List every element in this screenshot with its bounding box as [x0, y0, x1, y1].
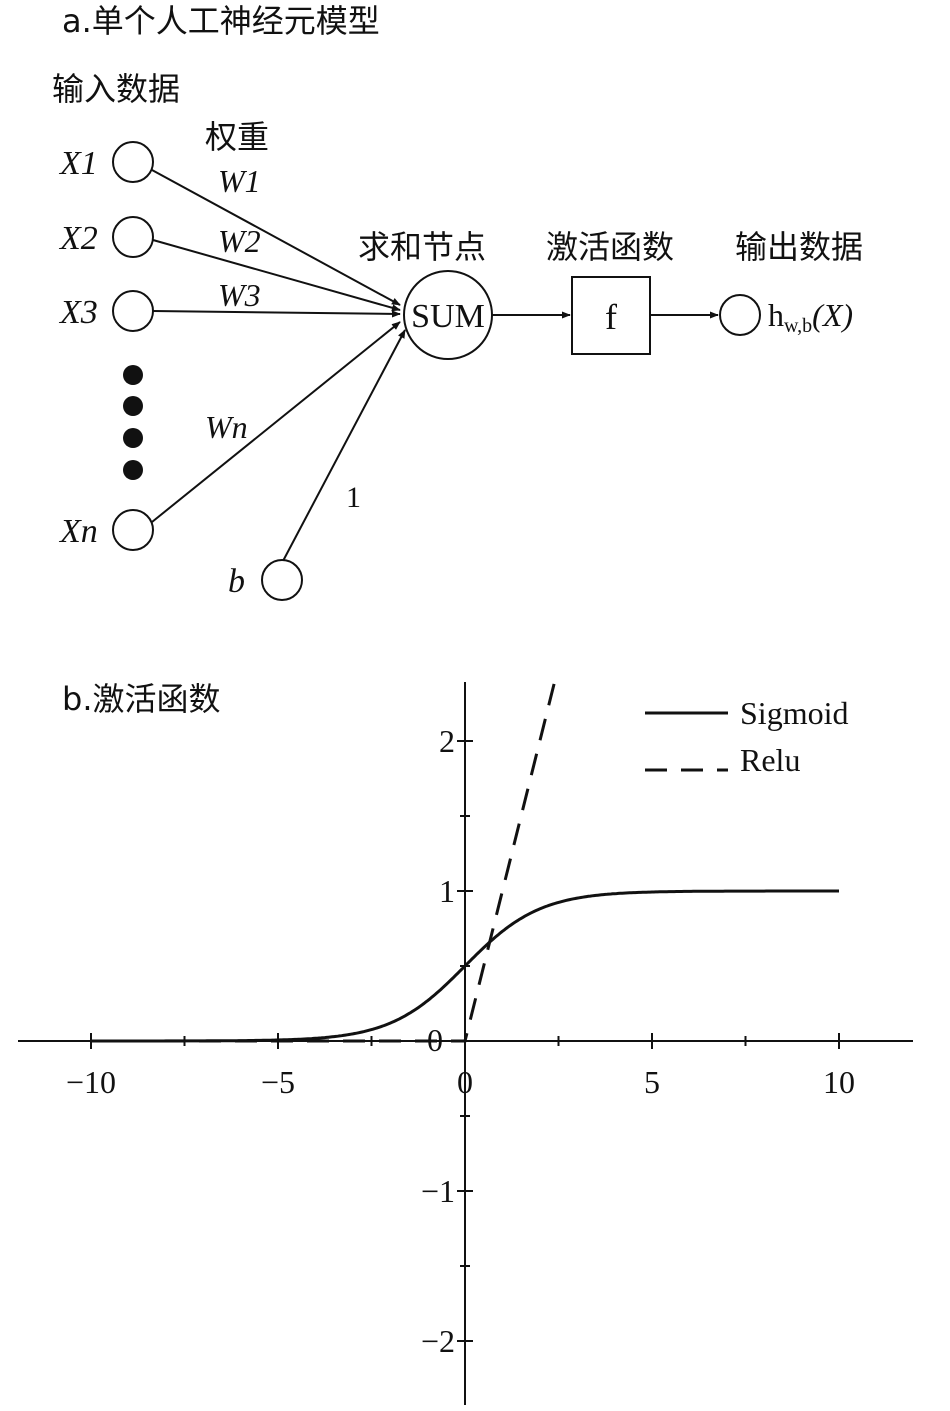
weight-w1-label: W1 [218, 163, 261, 199]
bias-label: b [228, 563, 245, 600]
legend-sigmoid-label: Sigmoid [740, 695, 848, 731]
y-tick-label: −2 [421, 1323, 455, 1359]
weight-label: 权重 [205, 118, 269, 156]
panel-a-title: a.单个人工神经元模型 [62, 2, 380, 40]
x-axis-ticks: −10 −5 0 5 10 [66, 1033, 855, 1100]
y-axis-ticks: −2 −1 0 1 2 [421, 723, 473, 1359]
output-subscript: w,b [784, 315, 812, 337]
weight-arrow-wn [151, 321, 401, 523]
legend-relu-label: Relu [740, 742, 800, 778]
x-tick-label: 5 [644, 1064, 660, 1100]
weight-arrow-w2 [152, 239, 401, 312]
sum-node-label: 求和节点 [358, 228, 486, 266]
bias-node [261, 559, 303, 601]
output-formula: hw,b(X) [768, 297, 853, 337]
input-x3-label: X3 [58, 294, 98, 331]
activation-function-label: 激活函数 [546, 228, 674, 266]
activation-box [571, 276, 651, 355]
series-relu-line [91, 680, 557, 1043]
legend: Sigmoid Relu [645, 695, 848, 778]
input-xn-label: Xn [58, 513, 98, 550]
ellipsis-dots [123, 365, 143, 480]
output-node [719, 294, 761, 336]
input-node-x2 [112, 216, 154, 258]
input-node-x3 [112, 290, 154, 332]
output-data-label: 输出数据 [735, 228, 863, 266]
input-node-xn [112, 509, 154, 551]
panel-a-neuron-diagram: a.单个人工神经元模型 输入数据 权重 X1 X2 X3 Xn W1 W2 W3… [52, 2, 863, 601]
y-tick-label: 2 [439, 723, 455, 759]
x-tick-label: 0 [457, 1064, 473, 1100]
x-tick-label: −5 [261, 1064, 295, 1100]
output-h: h [768, 297, 784, 333]
bias-arrow [282, 329, 406, 562]
x-tick-label: −10 [66, 1064, 116, 1100]
weight-arrow-w3 [152, 310, 401, 318]
y-tick-label: 1 [439, 873, 455, 909]
input-node-x1 [112, 141, 154, 183]
weight-wn-label: Wn [205, 409, 248, 445]
weight-w2-label: W2 [218, 223, 261, 259]
output-argument: (X) [812, 297, 853, 333]
x-tick-label: 10 [823, 1064, 855, 1100]
panel-b-title: b.激活函数 [62, 680, 221, 718]
y-tick-label: −1 [421, 1173, 455, 1209]
sum-node-text: SUM [411, 298, 485, 335]
input-x1-label: X1 [58, 145, 98, 182]
input-x2-label: X2 [58, 220, 98, 257]
bias-weight-label: 1 [346, 481, 361, 514]
series-layer [91, 680, 839, 1043]
activation-box-text: f [605, 297, 617, 337]
input-data-label: 输入数据 [52, 70, 180, 108]
weight-w3-label: W3 [218, 277, 261, 313]
weight-arrow-w1 [151, 169, 401, 306]
